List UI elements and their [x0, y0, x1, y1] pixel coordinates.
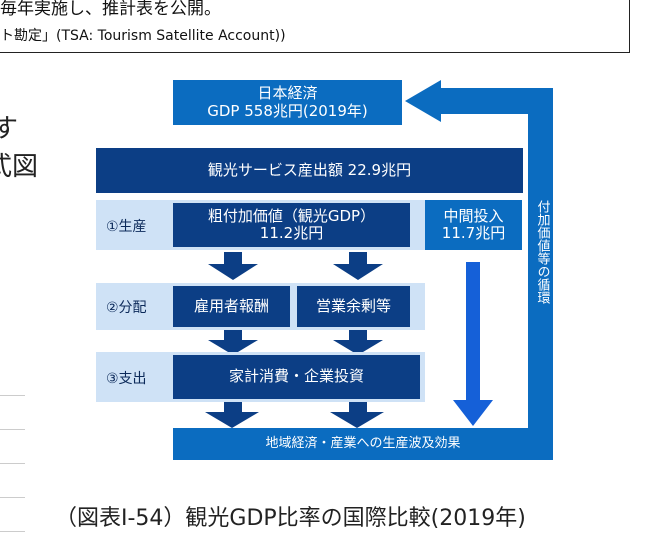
- divider: [0, 395, 25, 396]
- stage-label-distribution: ②分配: [106, 300, 147, 316]
- arrow-down-head: [208, 340, 258, 355]
- intermediate-box: 中間投入 11.7兆円: [425, 200, 522, 250]
- arrow-down-head: [333, 340, 383, 355]
- note-line-2: ト勘定」(TSA: Tourism Satellite Account)): [0, 28, 286, 44]
- arrow-down-icon: [349, 252, 367, 264]
- arrow-down-head: [208, 264, 258, 280]
- arrow-down-icon: [224, 252, 242, 264]
- cycle-vertical-bar: [528, 88, 553, 460]
- note-box: [0, 0, 630, 53]
- arrow-down-icon: [349, 330, 367, 340]
- note-line-1: 毎年実施し、推計表を公開。: [0, 0, 221, 19]
- arrow-down-icon: [349, 402, 367, 412]
- value-added-box: 粗付加価値（観光GDP） 11.2兆円: [173, 203, 410, 247]
- gdp-title: 日本経済: [257, 84, 318, 103]
- gdp-box: 日本経済 GDP 558兆円(2019年): [173, 80, 402, 125]
- stage-label-production: ①生産: [106, 219, 147, 235]
- output-box: 観光サービス産出額 22.9兆円: [96, 148, 523, 193]
- divider: [0, 429, 25, 430]
- ripple-effect-bar: 地域経済・産業への生産波及効果: [173, 428, 553, 460]
- divider: [0, 531, 25, 532]
- intermediate-title: 中間投入: [443, 206, 504, 225]
- side-text-1: す: [0, 114, 19, 144]
- value-added-value: 11.2兆円: [259, 224, 324, 242]
- surplus-box: 営業余剰等: [297, 286, 410, 327]
- value-added-title: 粗付加価値（観光GDP）: [207, 206, 376, 225]
- arrow-left-icon: [405, 80, 441, 122]
- arrow-down-head: [205, 412, 259, 428]
- arrow-down-icon: [453, 400, 493, 426]
- arrow-down-icon: [224, 330, 242, 340]
- intermediate-value: 11.7兆円: [441, 224, 506, 242]
- arrow-down-icon: [224, 402, 242, 412]
- side-text-2: 式図: [0, 152, 39, 182]
- gdp-value: GDP 558兆円(2019年): [207, 101, 368, 120]
- cycle-label: 付加価値等の循環: [534, 200, 550, 304]
- spending-box: 家計消費・企業投資: [173, 355, 420, 399]
- employee-box: 雇用者報酬: [173, 286, 290, 327]
- figure-caption: （図表Ⅰ-54）観光GDP比率の国際比較(2019年): [55, 506, 526, 531]
- divider: [0, 463, 25, 464]
- arrow-down-head: [330, 412, 384, 428]
- intermediate-arrow-shaft: [466, 262, 480, 402]
- stage-label-expenditure: ③支出: [106, 371, 147, 387]
- divider: [0, 497, 25, 498]
- cycle-top-bar: [440, 88, 553, 114]
- arrow-down-head: [333, 264, 383, 280]
